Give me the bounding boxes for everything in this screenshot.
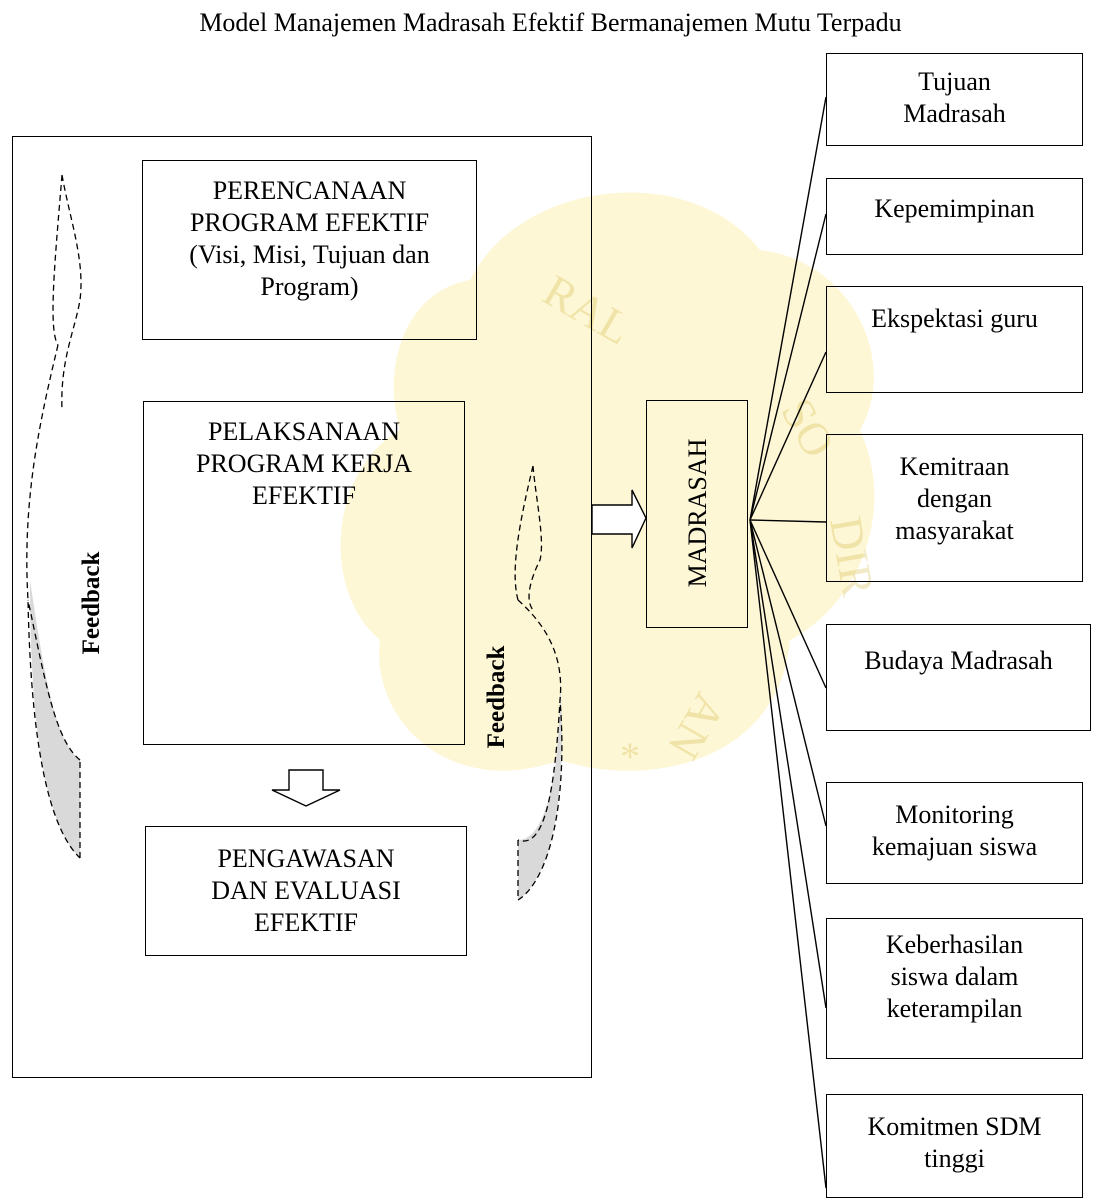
connector-line bbox=[749, 351, 827, 521]
right-item-kemitraan: Kemitraan dengan masyarakat bbox=[826, 434, 1083, 582]
execution-line-3: EFEKTIF bbox=[252, 481, 356, 510]
right-item-text: dengan bbox=[916, 484, 993, 513]
right-item-text: kemajuan siswa bbox=[871, 832, 1038, 861]
right-item-text: Kepemimpinan bbox=[874, 194, 1035, 223]
evaluation-line-3: EFEKTIF bbox=[254, 908, 358, 937]
connector-line bbox=[749, 213, 827, 521]
connector-line bbox=[749, 519, 827, 689]
connector-line bbox=[749, 519, 827, 523]
arrow-down bbox=[271, 769, 341, 807]
right-item-kepemimpinan: Kepemimpinan bbox=[826, 178, 1083, 255]
right-item-budaya-madrasah: Budaya Madrasah bbox=[826, 624, 1091, 731]
madrasah-box bbox=[646, 400, 748, 628]
right-item-text: Budaya Madrasah bbox=[864, 646, 1053, 675]
right-item-text: masyarakat bbox=[895, 516, 1014, 545]
right-item-text: Kemitraan bbox=[899, 452, 1010, 481]
connector-line bbox=[749, 519, 827, 827]
feedback-left-curve bbox=[26, 174, 82, 859]
connector-line bbox=[749, 519, 827, 1189]
evaluation-box: PENGAWASAN DAN EVALUASI EFEKTIF bbox=[145, 826, 467, 956]
right-item-text: keterampilan bbox=[886, 994, 1023, 1023]
right-item-text: tinggi bbox=[924, 1144, 985, 1173]
feedback-right-curve bbox=[514, 465, 563, 901]
diagram-title: Model Manajemen Madrasah Efektif Bermana… bbox=[199, 8, 902, 37]
right-item-text: Tujuan bbox=[918, 67, 991, 96]
planning-line-3: (Visi, Misi, Tujuan dan bbox=[189, 240, 430, 269]
right-item-keberhasilan: Keberhasilan siswa dalam keterampilan bbox=[826, 918, 1083, 1059]
planning-line-1: PERENCANAAN bbox=[212, 176, 407, 205]
planning-line-4: Program) bbox=[260, 272, 359, 301]
arrow-to-madrasah bbox=[591, 489, 647, 549]
connector-line bbox=[749, 96, 827, 521]
right-item-text: Monitoring bbox=[895, 800, 1014, 829]
feedback-left-curve-fill bbox=[30, 580, 80, 858]
evaluation-line-2: DAN EVALUASI bbox=[211, 876, 401, 905]
right-item-text: Keberhasilan bbox=[885, 930, 1024, 959]
svg-text:*: * bbox=[620, 734, 640, 779]
planning-line-2: PROGRAM EFEKTIF bbox=[189, 208, 430, 237]
right-item-monitoring: Monitoring kemajuan siswa bbox=[826, 782, 1083, 884]
feedback-right-curve-fill bbox=[518, 680, 562, 900]
right-item-komitmen-sdm: Komitmen SDM tinggi bbox=[826, 1094, 1083, 1198]
right-item-text: Madrasah bbox=[903, 99, 1006, 128]
right-item-text: Ekspektasi guru bbox=[871, 304, 1038, 333]
connector-line bbox=[749, 519, 827, 1009]
right-item-tujuan-madrasah: Tujuan Madrasah bbox=[826, 53, 1083, 146]
right-item-text: siswa dalam bbox=[890, 962, 1019, 991]
execution-box: PELAKSANAAN PROGRAM KERJA EFEKTIF bbox=[143, 401, 465, 745]
right-item-ekspektasi-guru: Ekspektasi guru bbox=[826, 286, 1083, 393]
execution-line-1: PELAKSANAAN bbox=[207, 417, 401, 446]
right-item-text: Komitmen SDM bbox=[867, 1112, 1042, 1141]
planning-box: PERENCANAAN PROGRAM EFEKTIF (Visi, Misi,… bbox=[142, 160, 477, 340]
left-panel-frame bbox=[12, 136, 592, 1078]
evaluation-line-1: PENGAWASAN bbox=[217, 844, 395, 873]
execution-line-2: PROGRAM KERJA bbox=[196, 449, 412, 478]
